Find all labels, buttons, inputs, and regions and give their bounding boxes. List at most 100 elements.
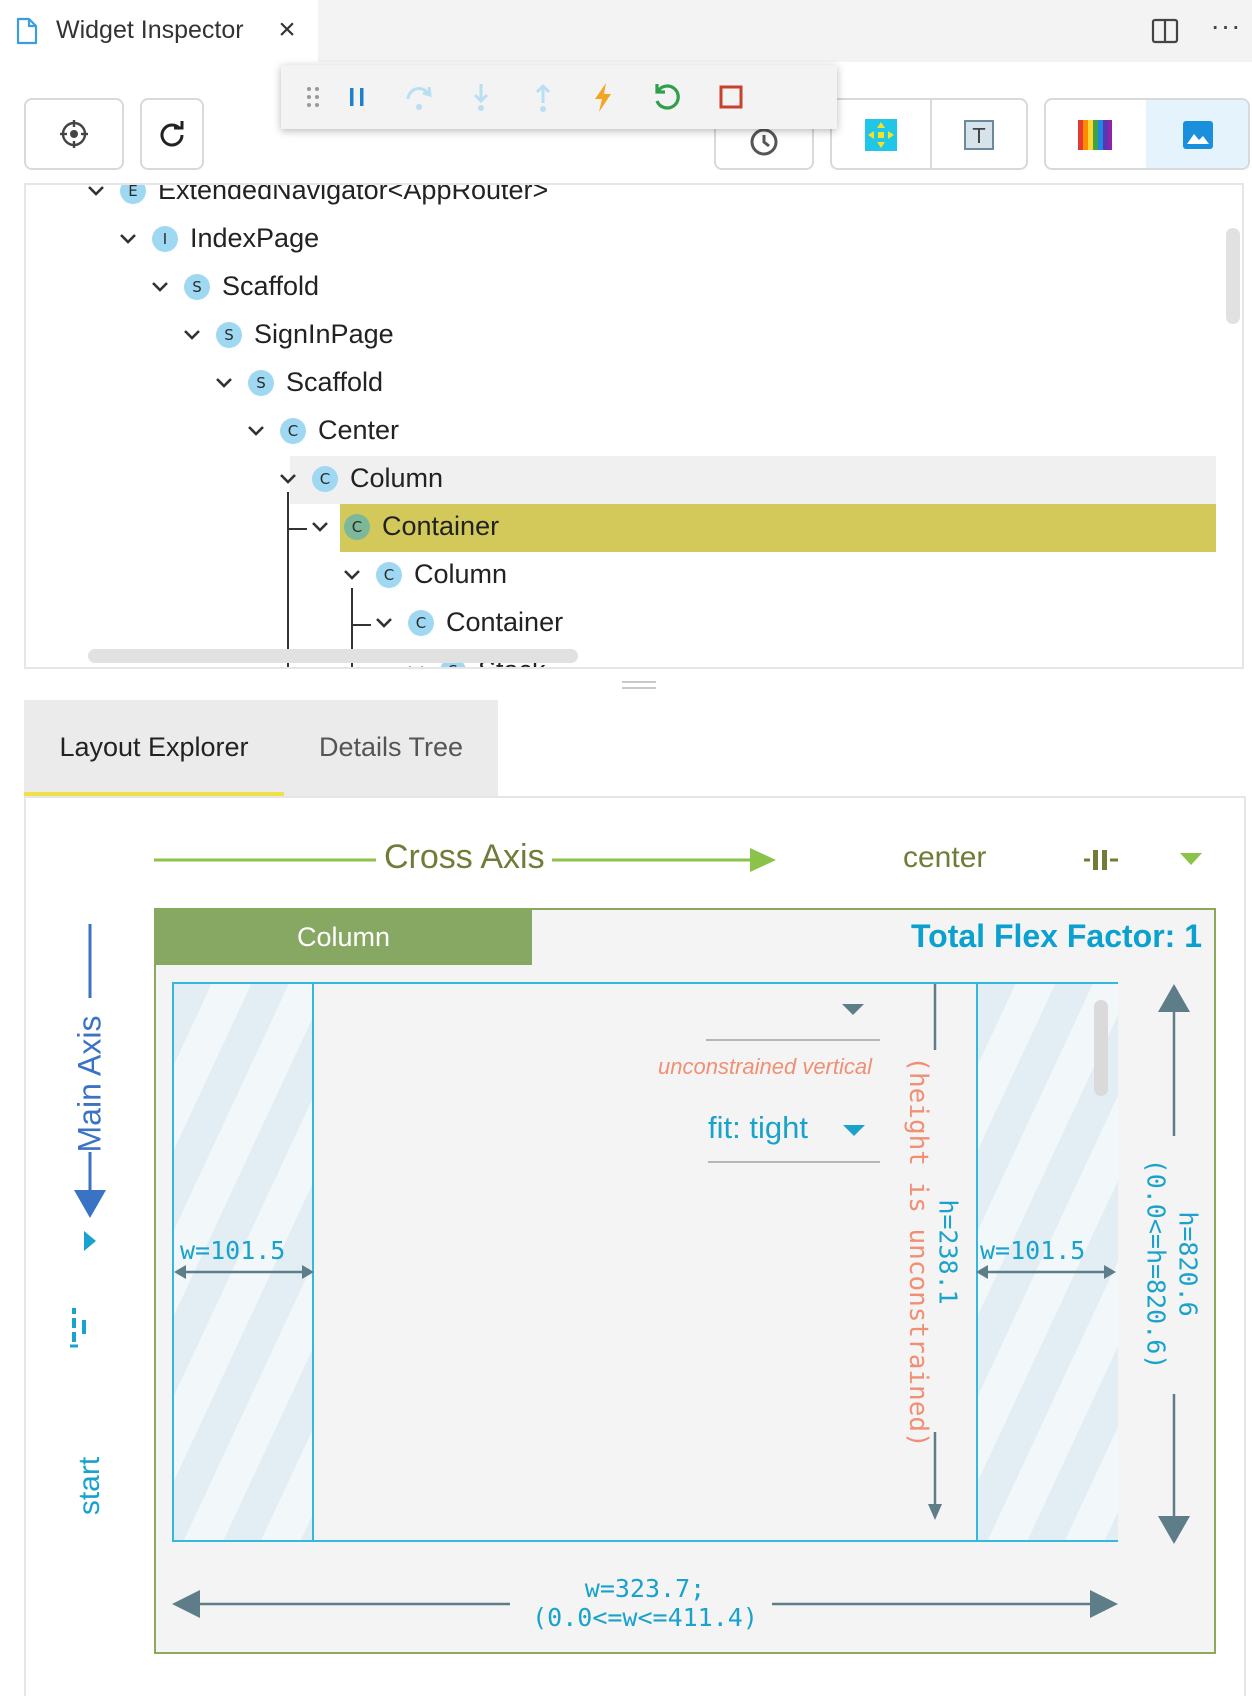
total-width-range-label: (0.0<=w<=411.4) <box>532 1603 758 1632</box>
hot-reload-icon[interactable] <box>585 79 621 115</box>
tree-row[interactable]: C Column <box>340 552 1216 598</box>
chevron-down-icon[interactable] <box>148 275 172 299</box>
invert-oversized-images-button[interactable] <box>1146 100 1248 168</box>
debug-paint-icon <box>865 119 897 151</box>
cross-axis-label: Cross Axis <box>384 838 545 876</box>
widget-name-header: Column <box>155 909 532 965</box>
tree-row-hover-highlight <box>290 456 1216 504</box>
stop-icon[interactable] <box>713 79 749 115</box>
tree-connector-line <box>287 528 307 530</box>
tree-horizontal-scrollbar[interactable] <box>88 649 578 663</box>
tab-layout-explorer[interactable]: Layout Explorer <box>59 732 249 762</box>
tree-node-label: SignInPage <box>254 319 394 349</box>
main-axis-label: Main Axis <box>71 1015 108 1153</box>
tree-row[interactable]: C Container <box>372 600 1216 646</box>
fit-dropdown-value[interactable]: fit: tight <box>708 1110 808 1145</box>
file-icon <box>16 17 38 45</box>
right-width-arrow <box>976 1265 1116 1279</box>
text-baseline-icon: T <box>964 120 994 150</box>
refresh-tree-button[interactable] <box>140 98 204 170</box>
refresh-icon <box>160 121 184 147</box>
left-width-label: w=101.5 <box>180 1236 286 1265</box>
tree-node-label: Column <box>414 559 508 589</box>
total-flex-factor: Total Flex Factor: 1 <box>910 918 1202 954</box>
tree-row[interactable]: S Scaffold <box>148 264 1216 310</box>
pause-icon[interactable] <box>339 79 375 115</box>
debug-toolbar <box>281 65 837 129</box>
tree-row[interactable]: S SignInPage <box>180 312 1216 358</box>
total-width-label: w=323.7; <box>584 1574 706 1603</box>
align-start-icon <box>70 1308 86 1348</box>
history-icon <box>750 128 778 156</box>
more-actions-icon[interactable]: ··· <box>1210 10 1242 41</box>
tree-connector-line <box>287 492 289 667</box>
widget-type-badge: S <box>216 322 242 348</box>
fit-dropdown-underline <box>708 1161 880 1163</box>
align-center-icon <box>1084 850 1118 870</box>
tree-node-label: ExtendedNavigator<AppRouter> <box>158 183 549 205</box>
chevron-down-icon[interactable] <box>276 467 300 491</box>
chevron-down-icon[interactable] <box>308 515 332 539</box>
main-axis-alignment-value[interactable]: start <box>73 1456 106 1516</box>
tree-row[interactable]: C Container <box>308 504 1216 550</box>
chevron-down-icon[interactable] <box>372 611 396 635</box>
panel-splitter-handle[interactable] <box>622 677 656 689</box>
cross-axis-arrow <box>154 848 776 872</box>
chevron-down-icon[interactable] <box>180 323 204 347</box>
tree-node-label: Scaffold <box>222 271 320 301</box>
chevron-down-icon[interactable] <box>244 419 268 443</box>
bottom-tab-bar: Layout Explorer Details Tree <box>24 700 498 796</box>
chevron-down-icon[interactable] <box>116 227 140 251</box>
editor-tab-widget-inspector[interactable] <box>0 0 318 62</box>
fit-dropdown-arrow-icon[interactable] <box>843 1125 865 1137</box>
step-out-icon <box>525 79 561 115</box>
tree-node-label: Center <box>318 415 400 445</box>
tab-details-tree[interactable]: Details Tree <box>318 732 464 762</box>
tree-node-label: Container <box>382 511 500 541</box>
top-dropdown-underline <box>706 1039 880 1041</box>
top-dropdown-arrow-icon[interactable] <box>842 1004 864 1016</box>
height-unconstrained-label: (height is unconstrained) <box>903 1056 933 1448</box>
right-width-label: w=101.5 <box>980 1236 1086 1265</box>
tree-node-label: Container <box>446 607 564 637</box>
drag-handle-icon[interactable] <box>295 79 331 115</box>
tree-node-label: IndexPage <box>190 223 320 253</box>
cross-axis-alignment-value[interactable]: center <box>903 841 987 874</box>
tree-vertical-scrollbar[interactable] <box>1226 228 1240 324</box>
close-icon[interactable]: × <box>278 13 296 46</box>
repaint-rainbow-button[interactable] <box>1046 100 1148 168</box>
chevron-down-icon[interactable] <box>84 183 108 203</box>
active-tab-indicator <box>24 792 284 796</box>
split-editor-icon[interactable] <box>1150 16 1180 46</box>
tree-connector-line <box>351 624 371 626</box>
chevron-down-icon[interactable] <box>212 371 236 395</box>
debug-paint-button[interactable] <box>832 100 932 168</box>
widget-type-badge: C <box>312 466 338 492</box>
image-icon <box>1183 121 1213 149</box>
total-height-label: h=820.6 <box>1173 1211 1203 1317</box>
tree-connector-line <box>351 588 353 667</box>
widget-type-badge: C <box>408 610 434 636</box>
step-into-icon <box>463 79 499 115</box>
widget-type-badge: C <box>344 514 370 540</box>
child-height-label: h=238.1 <box>933 1199 963 1305</box>
left-width-arrow <box>174 1265 314 1279</box>
color-rainbow-icon <box>1078 120 1112 150</box>
select-widget-mode-button[interactable] <box>24 98 124 170</box>
widget-type-badge: S <box>184 274 210 300</box>
tree-row-selection <box>340 504 1216 552</box>
hot-restart-icon[interactable] <box>649 79 685 115</box>
crosshair-icon <box>60 120 88 148</box>
main-axis-dropdown-arrow-icon[interactable] <box>84 1231 98 1251</box>
cross-axis-dropdown-arrow-icon[interactable] <box>1180 853 1202 867</box>
chevron-down-icon[interactable] <box>340 563 364 587</box>
tree-node-label: Scaffold <box>286 367 384 397</box>
inner-vertical-scrollbar[interactable] <box>1094 1000 1108 1096</box>
widget-type-badge: C <box>376 562 402 588</box>
paint-baselines-button[interactable]: T <box>930 100 1026 168</box>
